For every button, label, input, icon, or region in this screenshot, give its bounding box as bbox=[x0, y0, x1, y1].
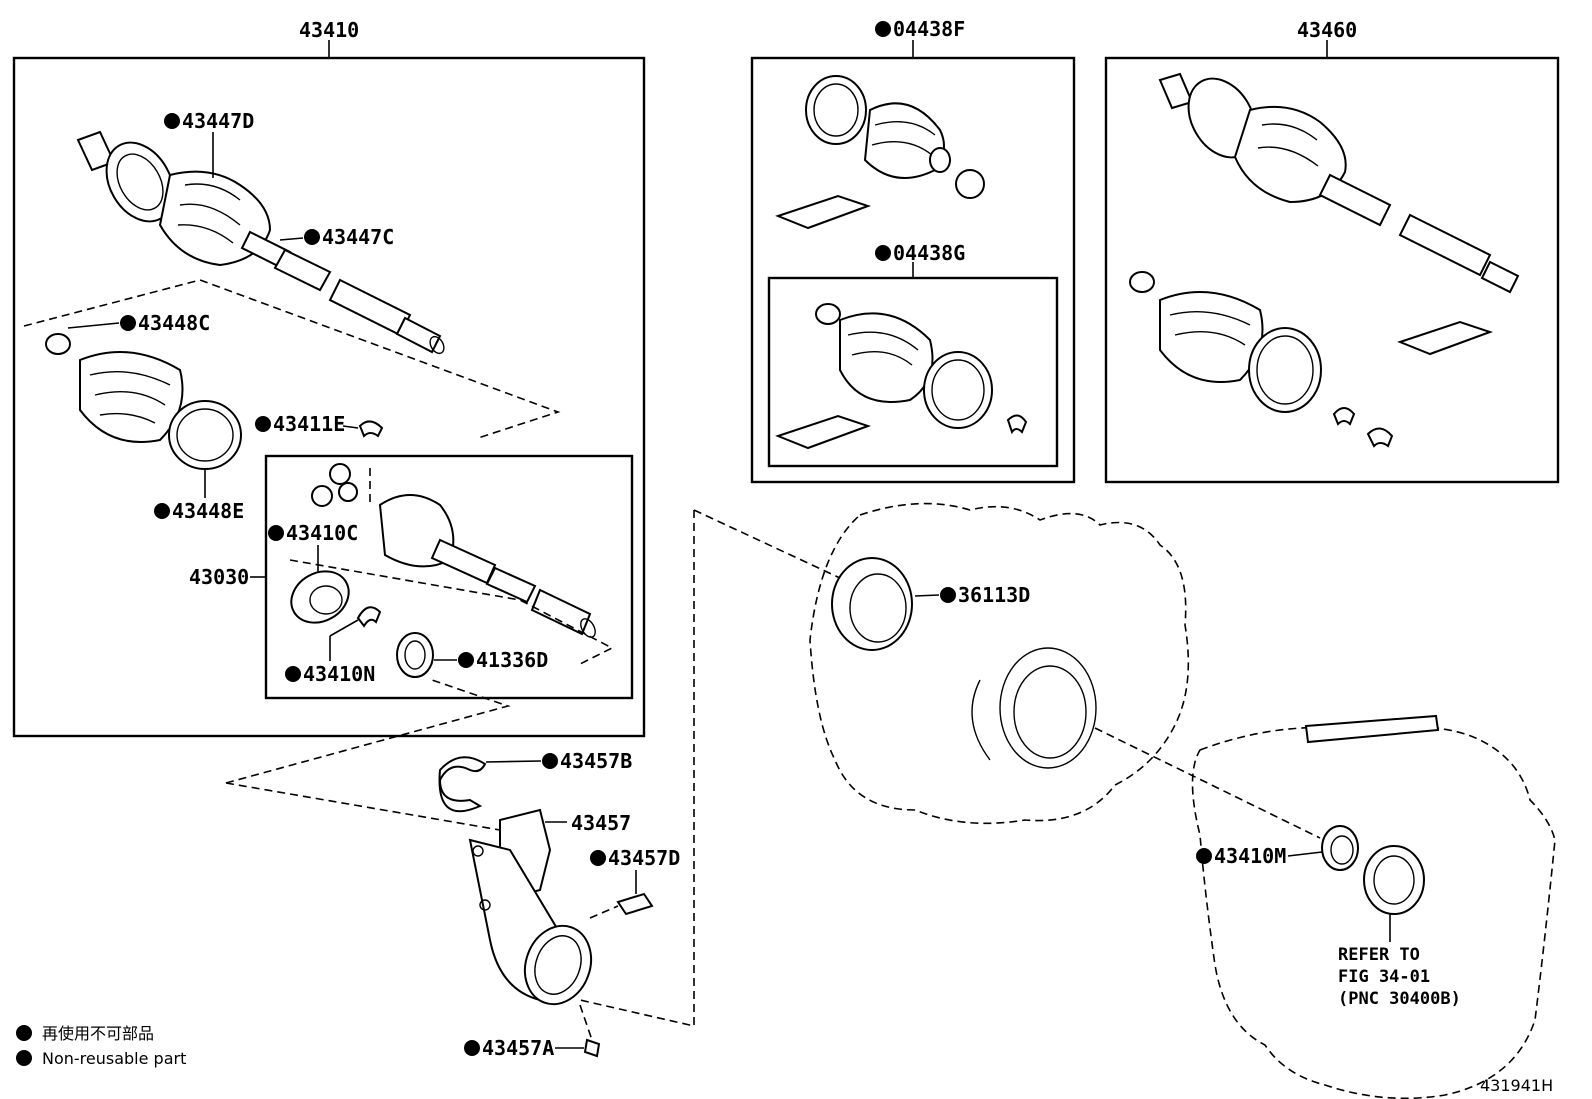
label-43457D[interactable]: 43457D bbox=[608, 846, 680, 870]
label-43410[interactable]: 43410 bbox=[299, 18, 359, 42]
label-36113D[interactable]: 36113D bbox=[958, 583, 1030, 607]
assembly-43460-group: 43460 bbox=[1104, 18, 1560, 484]
transmission-case-upper-drawing bbox=[809, 502, 1190, 825]
label-43447C[interactable]: 43447C bbox=[322, 225, 394, 249]
bracket-group bbox=[438, 756, 654, 1058]
legend-dot-icon bbox=[16, 1025, 32, 1041]
snap-ring-43457B bbox=[438, 756, 487, 813]
assembly-43460-box bbox=[1104, 56, 1560, 484]
label-43410N[interactable]: 43410N bbox=[303, 662, 375, 686]
explode-dash-lower-2 bbox=[225, 782, 501, 831]
label-43457[interactable]: 43457 bbox=[571, 811, 631, 835]
legend: 再使用不可部品 Non-reusable part bbox=[16, 1024, 186, 1068]
label-04438G[interactable]: 04438G bbox=[893, 241, 965, 265]
label-43448E[interactable]: 43448E bbox=[172, 499, 244, 523]
explode-dash-lower bbox=[225, 679, 511, 784]
label-43460[interactable]: 43460 bbox=[1297, 18, 1357, 42]
reference-note-line-3: (PNC 30400B) bbox=[1338, 989, 1461, 1009]
explode-dash-to-seal bbox=[693, 509, 841, 579]
label-43457B[interactable]: 43457B bbox=[560, 749, 632, 773]
label-43447D[interactable]: 43447D bbox=[182, 109, 254, 133]
explode-dash-right bbox=[1094, 727, 1321, 839]
label-04438F[interactable]: 04438F bbox=[893, 17, 965, 41]
legend-en-text: Non-reusable part bbox=[42, 1049, 186, 1068]
transmission-case-lower-drawing bbox=[1191, 714, 1556, 1099]
legend-cn-text: 再使用不可部品 bbox=[42, 1024, 154, 1043]
boot-drawing bbox=[45, 333, 384, 470]
explode-dash-vertical bbox=[579, 510, 695, 1028]
assembly-43410-group: 43410 43447D 43447C bbox=[12, 18, 646, 738]
figure-number: 431941H bbox=[1480, 1076, 1553, 1095]
reference-note-line-1: REFER TO bbox=[1338, 945, 1420, 965]
label-43448C[interactable]: 43448C bbox=[138, 311, 210, 335]
outer-joint-shaft-drawing bbox=[76, 130, 445, 355]
legend-dot-icon-2 bbox=[16, 1050, 32, 1066]
label-43457A[interactable]: 43457A bbox=[482, 1036, 554, 1060]
label-41336D[interactable]: 41336D bbox=[476, 648, 548, 672]
label-43411E[interactable]: 43411E bbox=[273, 412, 345, 436]
explode-dash-upper bbox=[23, 279, 561, 439]
label-43410C[interactable]: 43410C bbox=[286, 521, 358, 545]
reference-note-line-2: FIG 34-01 bbox=[1338, 967, 1430, 987]
label-43410M[interactable]: 43410M bbox=[1214, 844, 1286, 868]
label-43030[interactable]: 43030 bbox=[189, 565, 249, 589]
kit-04438F-group: 04438F 04438G bbox=[750, 17, 1076, 484]
inner-joint-drawing bbox=[289, 463, 614, 678]
